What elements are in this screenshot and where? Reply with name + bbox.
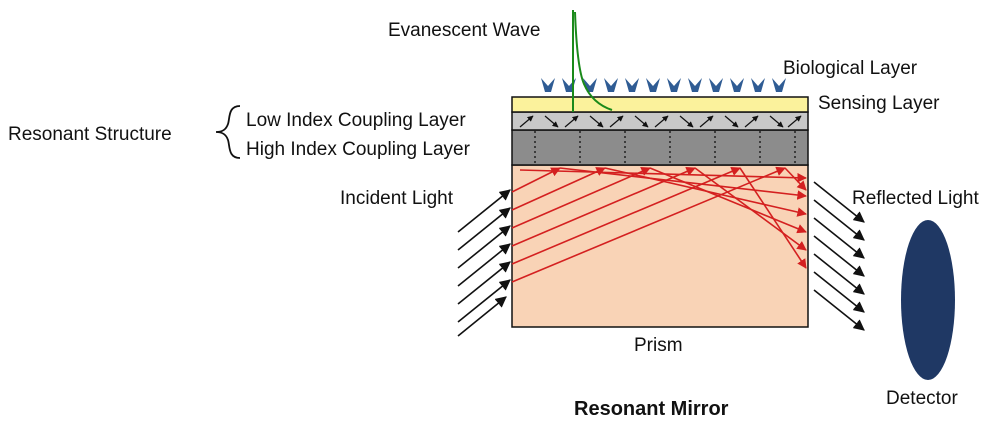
prism-label: Prism [634,335,683,356]
coupling-dotted-lines [534,131,796,164]
reflected-light-label: Reflected Light [852,188,979,209]
high-index-layer-label: High Index Coupling Layer [246,139,471,160]
sensing-layer-label: Sensing Layer [818,93,940,114]
incident-light-arrows [457,189,511,337]
sensing-layer [511,96,809,113]
evanescent-wave-label: Evanescent Wave [388,20,540,41]
prism-body [511,164,809,328]
incident-light-label: Incident Light [340,188,454,209]
resonant-structure-brace [215,105,241,159]
biological-layer-label: Biological Layer [783,58,918,79]
biological-layer-molecules [541,78,786,92]
detector-ellipse [901,220,955,380]
internal-reflection-rays [511,166,807,283]
reflected-light-arrows [813,181,865,331]
guided-mode-arrows [519,115,802,128]
resonant-structure-label: Resonant Structure [8,124,172,145]
evanescent-wave [572,10,613,112]
low-index-layer-label: Low Index Coupling Layer [246,110,466,131]
diagram-title: Resonant Mirror [574,398,729,420]
high-index-coupling-layer [511,129,809,166]
detector-label: Detector [886,388,958,409]
low-index-coupling-layer [511,111,809,131]
